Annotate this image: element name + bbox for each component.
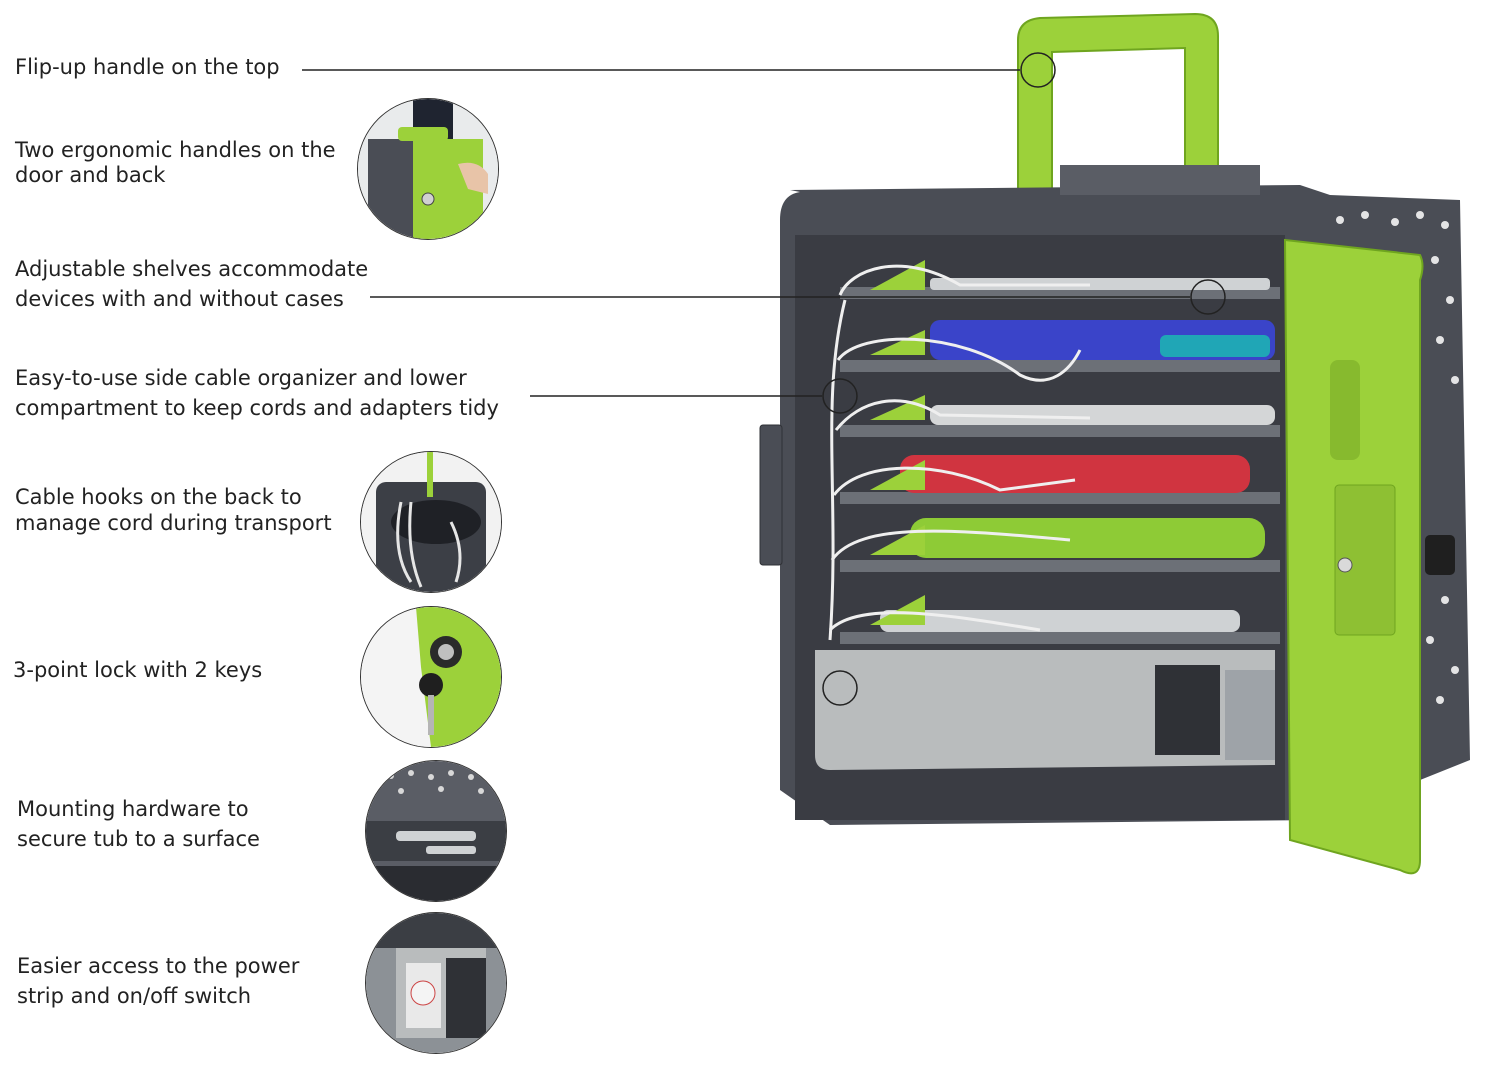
feature-mounting: Mounting hardware to secure tub to a sur… <box>17 794 260 854</box>
feature-text: Flip-up handle on the top <box>15 55 280 79</box>
charging-cables <box>828 264 1091 641</box>
feature-line: Easy-to-use side cable organizer and low… <box>15 366 467 390</box>
door <box>1283 238 1424 875</box>
feature-ergonomic-handles: Two ergonomic handles on the door and ba… <box>15 138 336 188</box>
feature-lock: 3-point lock with 2 keys <box>13 655 262 685</box>
feature-line: strip and on/off switch <box>17 984 252 1008</box>
feature-line: devices with and without cases <box>15 287 344 311</box>
feature-handle-top: Flip-up handle on the top <box>15 52 280 82</box>
lower-tray <box>815 650 1275 770</box>
feature-line: secure tub to a surface <box>17 827 260 851</box>
thumb-mounting <box>365 760 507 902</box>
feature-shelves: Adjustable shelves accommodate devices w… <box>15 254 368 314</box>
shelf-5 <box>840 518 1280 572</box>
thumb-lock <box>360 606 502 748</box>
feature-line: Cable hooks on the back to <box>15 485 302 509</box>
thumb-ergonomic-handles <box>357 98 499 240</box>
feature-cable-organizer: Easy-to-use side cable organizer and low… <box>15 363 499 423</box>
thumb-power <box>365 912 507 1054</box>
shelf-6 <box>840 610 1280 644</box>
thumb-cable-hooks <box>360 451 502 593</box>
shelf-3 <box>840 405 1280 437</box>
feature-line: compartment to keep cords and adapters t… <box>15 396 499 420</box>
feature-line: door and back <box>15 163 166 187</box>
lock-key-icon <box>361 607 501 747</box>
mounting-bracket-icon <box>366 761 506 901</box>
hand-carry-icon <box>358 99 498 239</box>
feature-cable-hooks: Cable hooks on the back to manage cord d… <box>15 484 332 536</box>
feature-line: Mounting hardware to <box>17 797 249 821</box>
shelf-1 <box>840 278 1280 299</box>
cable-hook-icon <box>361 452 501 592</box>
feature-power: Easier access to the power strip and on/… <box>17 951 299 1011</box>
callout-lines <box>302 52 1226 706</box>
shelf-2 <box>840 320 1280 372</box>
feature-line: Adjustable shelves accommodate <box>15 257 369 281</box>
feature-line: Easier access to the power <box>17 954 300 978</box>
feature-line: manage cord during transport <box>15 511 332 535</box>
feature-line: Two ergonomic handles on the <box>15 138 336 162</box>
feature-text: 3-point lock with 2 keys <box>13 658 263 682</box>
power-strip-icon <box>366 913 506 1053</box>
